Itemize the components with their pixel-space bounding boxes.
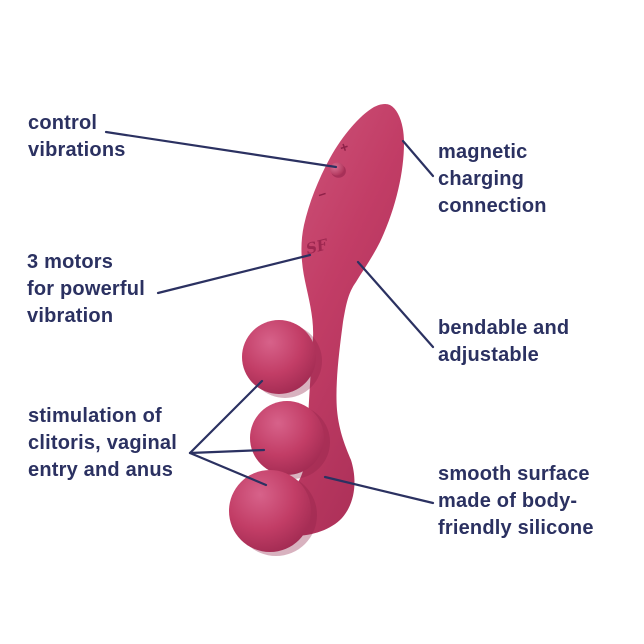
device-body <box>237 103 404 536</box>
annotation-line-bendable <box>356 260 435 349</box>
brand-logo: SF <box>304 235 331 258</box>
stimulation-ball-top <box>242 320 316 394</box>
label-bendable-adjustable: bendable and adjustable <box>438 317 570 366</box>
annotation-line-stimulation-bottom <box>188 451 268 487</box>
stimulation-ball-bottom <box>229 470 311 552</box>
label-smooth-surface: smooth surface made of body- friendly si… <box>438 463 594 539</box>
stimulation-ball-middle <box>250 401 324 475</box>
annotation-line-stimulation-middle <box>188 448 266 455</box>
annotation-line-three-motors <box>156 253 312 295</box>
label-stimulation: stimulation of clitoris, vaginal entry a… <box>28 405 178 481</box>
label-magnetic-charging: magnetic charging connection <box>438 141 547 217</box>
annotation-line-smooth-surface <box>323 475 435 505</box>
annotation-line-stimulation-top <box>188 379 264 455</box>
label-three-motors: 3 motors for powerful vibration <box>27 251 145 327</box>
annotation-line-magnetic-charging <box>401 139 435 178</box>
annotation-line-control-vibrations <box>104 130 338 169</box>
label-control-vibrations: control vibrations <box>28 112 126 161</box>
